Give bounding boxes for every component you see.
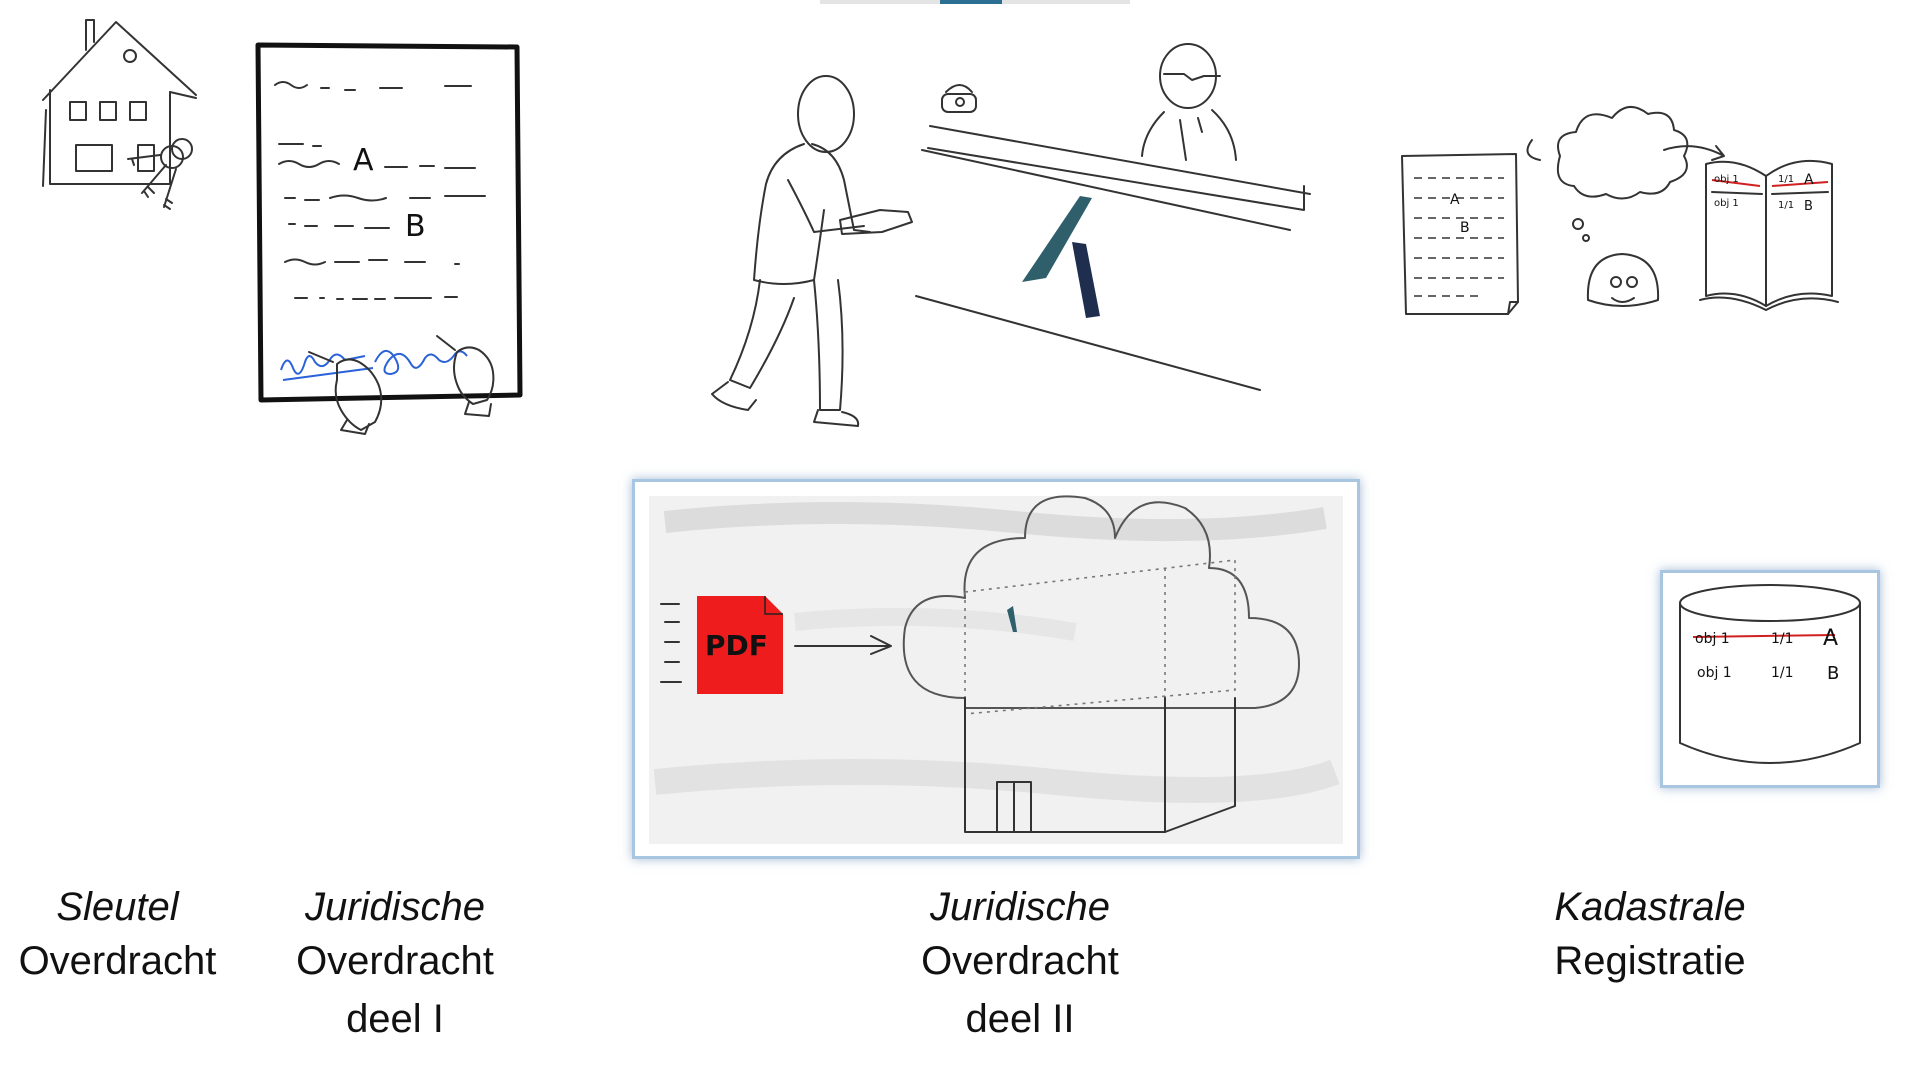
keys-icon <box>127 138 193 210</box>
book-row1-share: 1/1 <box>1778 174 1794 185</box>
kadaster-scene: A B obj 1 1/1 A obj 1 1/1 B <box>1401 106 1839 315</box>
database-cylinder-icon: obj 1 1/1 A obj 1 1/1 B <box>1679 584 1861 764</box>
db-row1-share: 1/1 <box>1771 631 1794 647</box>
book-row2-share: 1/1 <box>1778 200 1794 211</box>
walking-person-icon <box>711 75 913 427</box>
caption-juridisch1-line2: Overdracht <box>296 939 494 983</box>
cloud-building-icon <box>902 495 1300 833</box>
small-deed-party-b: B <box>1460 220 1470 236</box>
caption-juridische-overdracht-deel-1: Juridische Overdracht deel I <box>270 880 520 1046</box>
book-row1-owner: A <box>1804 172 1814 188</box>
caption-kadastraal-line1: Kadastrale <box>1554 885 1746 929</box>
caption-juridisch2-line1: Juridische <box>929 885 1111 929</box>
thought-cloud-icon <box>1526 106 1725 242</box>
caption-juridisch1-line1: Juridische <box>304 885 486 929</box>
small-deed-icon: A B <box>1401 153 1519 315</box>
pdf-file-icon: PDF <box>660 596 783 694</box>
caption-juridisch2-line3: deel II <box>965 997 1075 1041</box>
db-row1-object: obj 1 <box>1695 631 1730 647</box>
signature-right <box>374 350 468 376</box>
db-row1-owner: A <box>1823 626 1838 651</box>
signature-left <box>280 353 374 381</box>
db-row2-share: 1/1 <box>1771 665 1794 681</box>
caption-sleutel-line2: Overdracht <box>18 939 217 983</box>
pdf-label: PDF <box>705 629 768 662</box>
notary-logo-icon <box>1022 196 1100 318</box>
caption-kadastrale-registratie: Kadastrale Registratie <box>1530 880 1770 988</box>
notary-desk-icon <box>915 43 1311 391</box>
db-row2-object: obj 1 <box>1697 665 1732 681</box>
cloud-registration-frame: PDF <box>632 479 1360 859</box>
deed-document: A B <box>255 40 525 450</box>
caption-juridische-overdracht-deel-2: Juridische Overdracht deel II <box>890 880 1150 1046</box>
deed-document-icon: A B <box>255 42 523 435</box>
house-with-keys <box>38 10 208 230</box>
book-row2-owner: B <box>1804 199 1813 214</box>
smiley-icon <box>1586 253 1660 307</box>
signing-hands-icon <box>308 335 495 435</box>
database-frame: obj 1 1/1 A obj 1 1/1 B <box>1660 570 1880 788</box>
caption-juridisch2-line2: Overdracht <box>921 939 1119 983</box>
deed-party-b: B <box>405 209 426 244</box>
arrow-pdf-to-cloud <box>794 635 892 655</box>
notary-scene <box>711 43 1311 427</box>
kadaster-thinking: A B obj 1 1/1 A obj 1 1/1 B <box>1400 106 1880 340</box>
telephone-icon <box>941 84 977 113</box>
caption-sleutel-overdracht: Sleutel Overdracht <box>0 880 235 988</box>
book-row2-object: obj 1 <box>1714 198 1739 209</box>
book-row1-object: obj 1 <box>1714 174 1739 185</box>
top-bar-accent <box>940 0 1002 4</box>
deed-party-a: A <box>353 143 374 178</box>
db-row2-owner: B <box>1827 663 1839 684</box>
register-book-icon: obj 1 1/1 A obj 1 1/1 B <box>1699 159 1839 311</box>
cloud-scene: PDF <box>649 495 1343 844</box>
caption-kadastraal-line2: Registratie <box>1554 939 1746 983</box>
caption-sleutel-line1: Sleutel <box>56 885 179 929</box>
caption-juridisch1-line3: deel I <box>346 997 444 1041</box>
person-walking-to-notary <box>700 43 1320 450</box>
small-deed-party-a: A <box>1450 192 1460 208</box>
